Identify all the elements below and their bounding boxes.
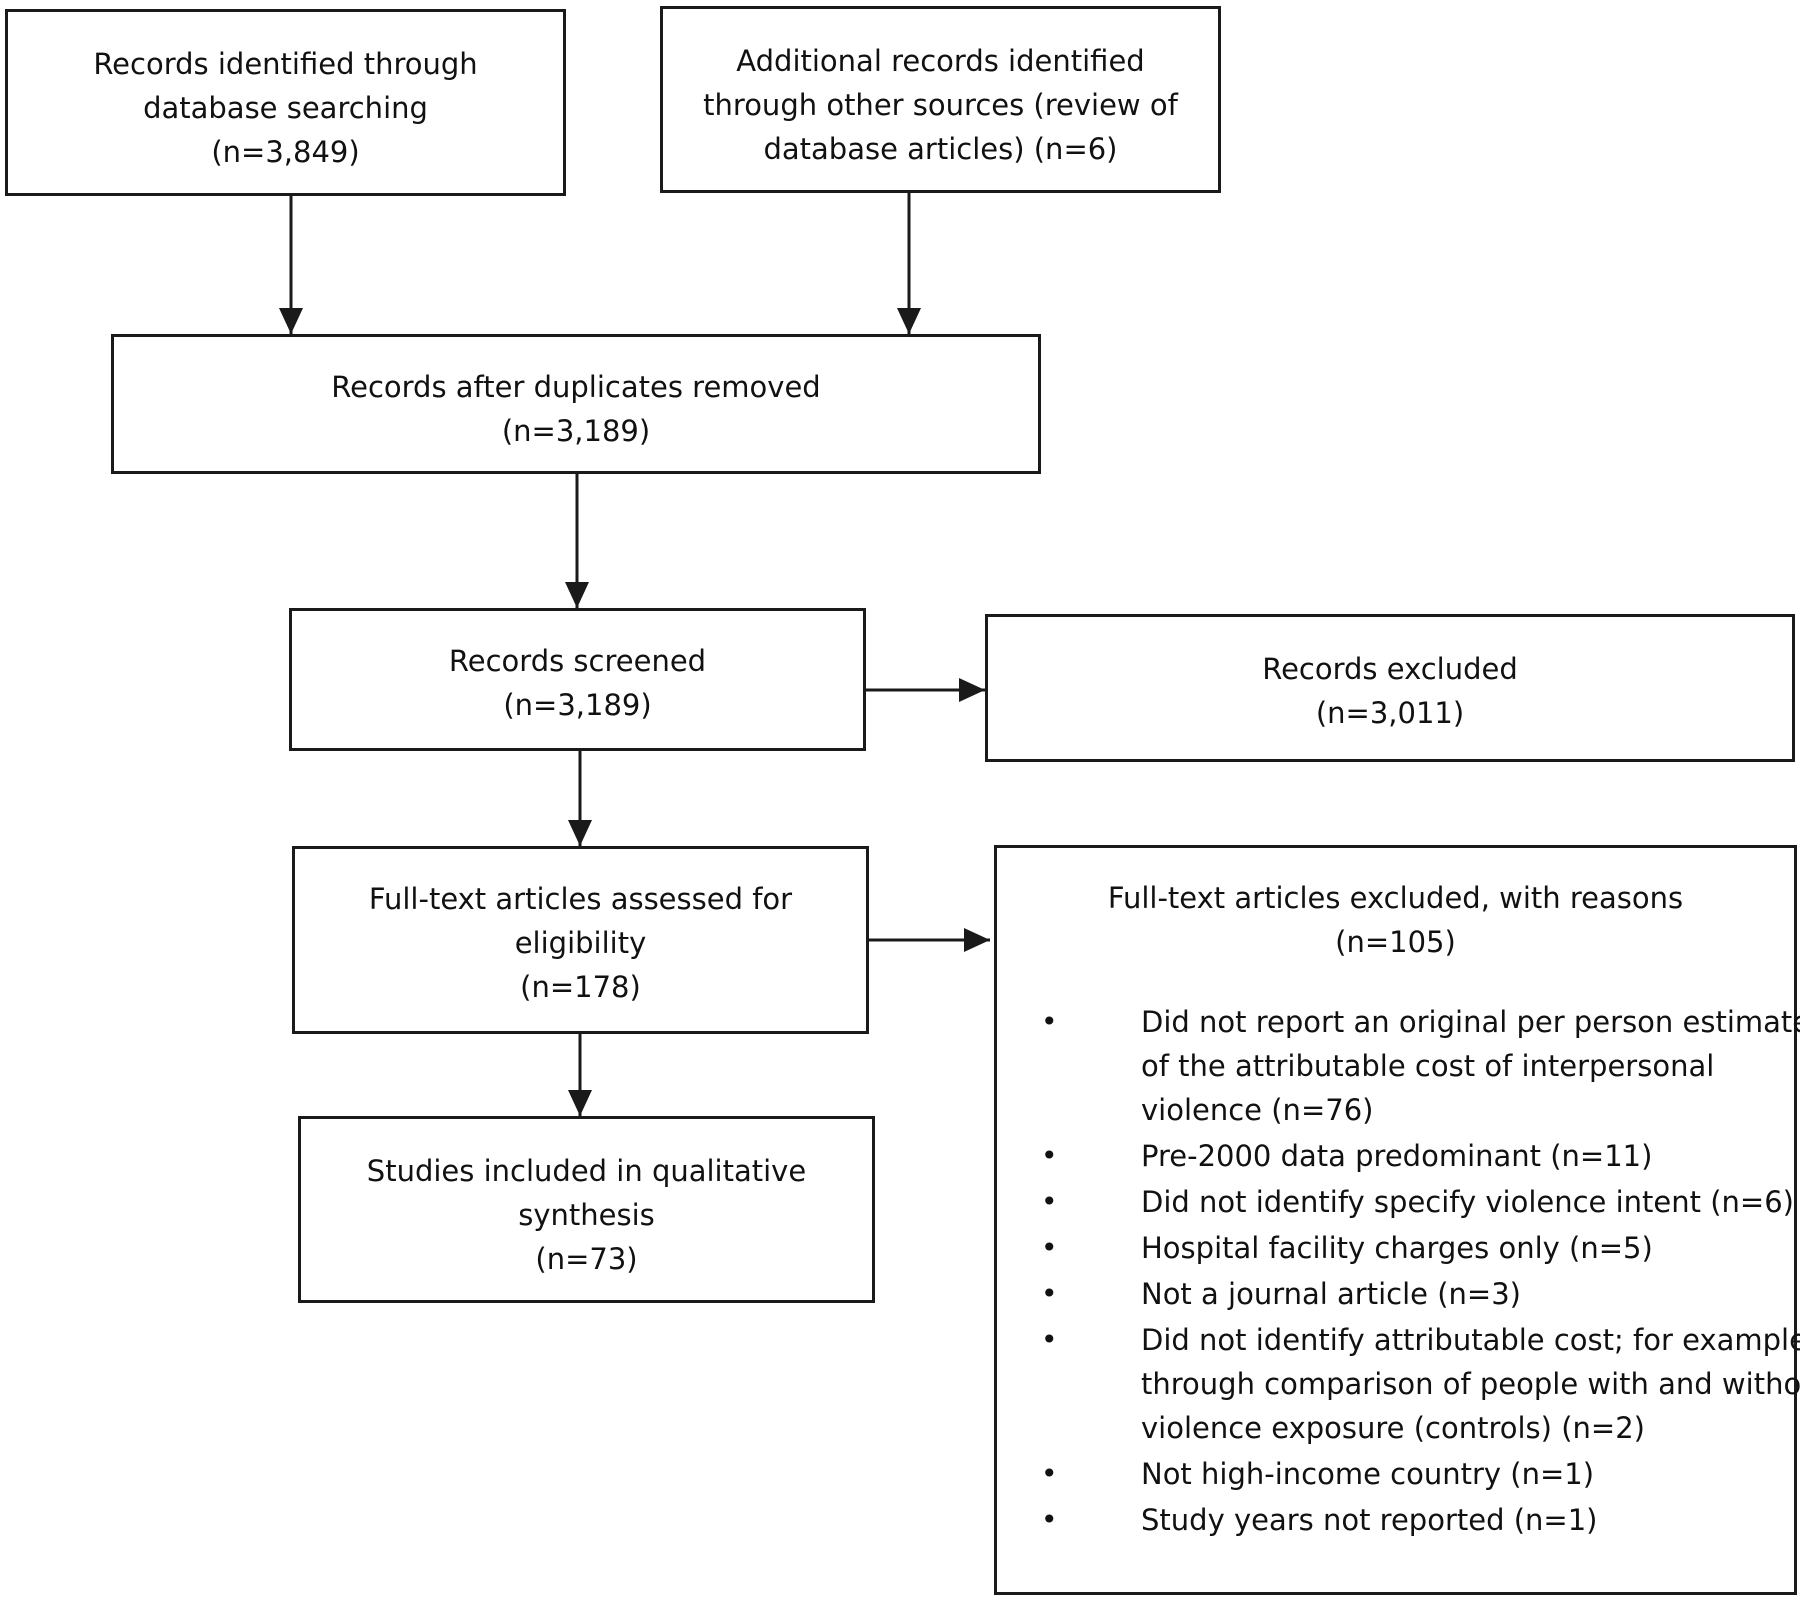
additional-line-1: Additional records identified — [736, 44, 1145, 78]
exclusion-reasons-list: • Did not report an original per person … — [1041, 1000, 1800, 1544]
fulltext-excluded-box: Full-text articles excluded, with reason… — [994, 845, 1800, 1595]
reason-5-line-1: Not a journal article (n=3) — [1141, 1277, 1521, 1311]
reason-7-line-1: Not high-income country (n=1) — [1141, 1457, 1595, 1491]
reason-item: • Did not identify specify violence inte… — [1041, 1180, 1800, 1224]
studies-included-box: Studies included in qualitative synthesi… — [298, 1116, 875, 1303]
reason-8-line-1: Study years not reported (n=1) — [1141, 1503, 1598, 1537]
reason-item: • Not a journal article (n=3) — [1041, 1272, 1800, 1316]
reason-item: • Hospital facility charges only (n=5) — [1041, 1226, 1800, 1270]
arrowhead-2 — [897, 308, 921, 334]
fulltext-excluded-count: (n=105) — [1335, 925, 1456, 959]
reason-4-line-1: Hospital facility charges only (n=5) — [1141, 1231, 1653, 1265]
reason-1-line-2: of the attributable cost of interpersona… — [1141, 1049, 1715, 1083]
reason-item: • Study years not reported (n=1) — [1041, 1498, 1800, 1542]
additional-line-2: through other sources (review of — [703, 88, 1178, 122]
bullet-icon: • — [1041, 1231, 1058, 1264]
arrowhead-1 — [279, 308, 303, 334]
included-line-1: Studies included in qualitative — [366, 1154, 807, 1188]
reason-6-line-2: through comparison of people with and wi… — [1141, 1367, 1800, 1401]
identified-line-3: (n=3,849) — [211, 135, 360, 169]
deduplicated-line-1: Records after duplicates removed — [331, 370, 821, 404]
fulltext-line-1: Full-text articles assessed for — [368, 882, 793, 916]
identified-line-2: database searching — [143, 91, 428, 125]
identified-records-box: Records identified through database sear… — [5, 9, 566, 196]
excluded-line-2: (n=3,011) — [1315, 696, 1465, 730]
bullet-icon: • — [1041, 1185, 1058, 1218]
reason-6-line-3: violence exposure (controls) (n=2) — [1141, 1411, 1645, 1445]
reason-item: • Did not identify attributable cost; fo… — [1041, 1318, 1800, 1450]
identified-line-1: Records identified through — [93, 47, 478, 81]
fulltext-assessed-box: Full-text articles assessed for eligibil… — [292, 846, 869, 1034]
arrowhead-3 — [565, 582, 589, 608]
deduplicated-records-box: Records after duplicates removed (n=3,18… — [111, 334, 1041, 474]
reason-item: • Not high-income country (n=1) — [1041, 1452, 1800, 1496]
deduplicated-line-2: (n=3,189) — [501, 414, 651, 448]
included-line-3: (n=73) — [535, 1242, 638, 1276]
fulltext-line-2: eligibility — [514, 926, 647, 960]
reason-3-line-1: Did not identify specify violence intent… — [1141, 1185, 1794, 1219]
fulltext-excluded-title: Full-text articles excluded, with reason… — [1107, 881, 1684, 915]
arrowhead-6 — [964, 928, 990, 952]
additional-records-box: Additional records identified through ot… — [660, 6, 1221, 193]
bullet-icon: • — [1041, 1005, 1058, 1038]
bullet-icon: • — [1041, 1139, 1058, 1172]
arrowhead-7 — [568, 1090, 592, 1116]
screened-records-box: Records screened (n=3,189) — [289, 608, 866, 751]
screened-line-2: (n=3,189) — [503, 688, 652, 722]
reason-6-line-1: Did not identify attributable cost; for … — [1141, 1323, 1800, 1357]
fulltext-line-3: (n=178) — [520, 970, 641, 1004]
included-line-2: synthesis — [518, 1198, 655, 1232]
excluded-records-box: Records excluded (n=3,011) — [985, 614, 1795, 762]
reason-item: • Did not report an original per person … — [1041, 1000, 1800, 1132]
reason-1-line-3: violence (n=76) — [1141, 1093, 1374, 1127]
arrowhead-5 — [568, 820, 592, 846]
reason-2-line-1: Pre-2000 data predominant (n=11) — [1141, 1139, 1653, 1173]
reason-item: • Pre-2000 data predominant (n=11) — [1041, 1134, 1800, 1178]
reason-1-line-1: Did not report an original per person es… — [1141, 1005, 1800, 1039]
bullet-icon: • — [1041, 1323, 1058, 1356]
screened-line-1: Records screened — [448, 644, 707, 678]
arrowhead-4 — [959, 678, 985, 702]
excluded-line-1: Records excluded — [1262, 652, 1518, 686]
additional-line-3: database articles) (n=6) — [763, 132, 1118, 166]
bullet-icon: • — [1041, 1457, 1058, 1490]
bullet-icon: • — [1041, 1277, 1058, 1310]
bullet-icon: • — [1041, 1503, 1058, 1536]
